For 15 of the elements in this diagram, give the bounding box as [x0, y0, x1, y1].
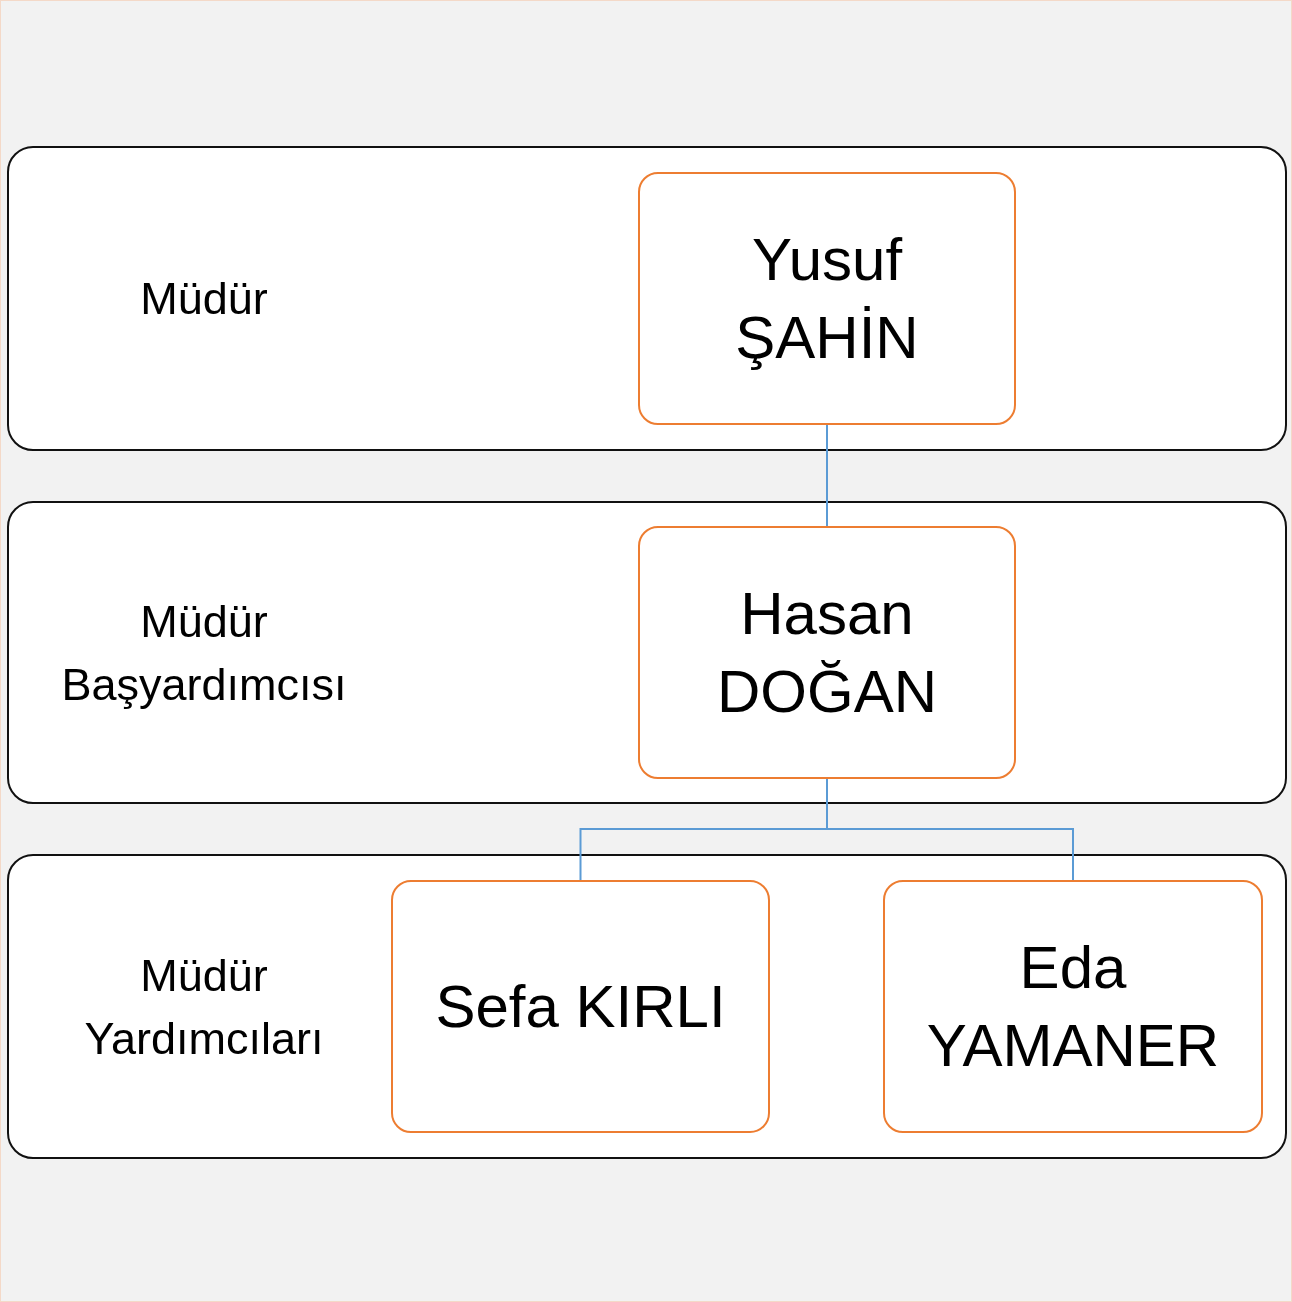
person-box	[638, 526, 1016, 779]
person-name: Sefa KIRLI	[435, 971, 726, 1042]
person-box	[638, 172, 1016, 425]
person-name: Eda YAMANER	[925, 932, 1221, 1081]
level-title: Müdür	[140, 272, 268, 326]
person-box	[391, 880, 770, 1133]
person-name: Hasan DOĞAN	[716, 578, 938, 727]
level-band	[7, 146, 1287, 451]
level-title: Müdür Yardımcıları	[83, 948, 325, 1066]
level-band	[7, 501, 1287, 804]
person-box	[883, 880, 1263, 1133]
person-name: Yusuf ŞAHİN	[734, 224, 920, 373]
connector-line	[826, 424, 828, 527]
level-band	[7, 854, 1287, 1159]
level-title: Müdür Başyardımcısı	[60, 594, 348, 712]
